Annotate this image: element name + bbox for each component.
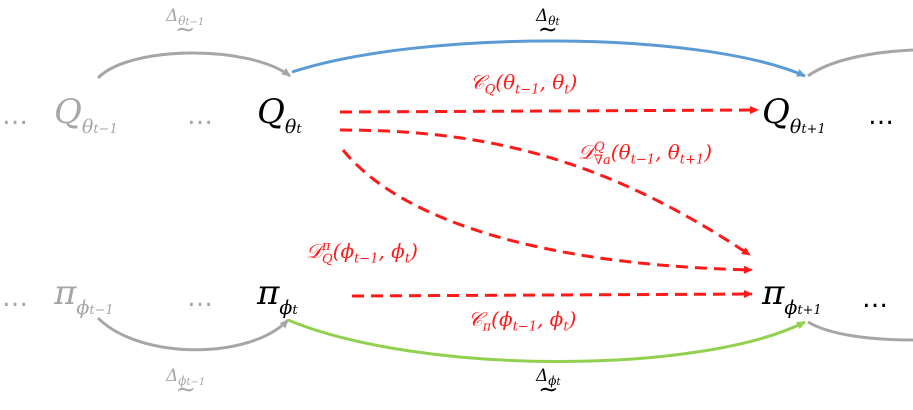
ellipsis-bottom-mid: … xyxy=(187,283,214,313)
ellipsis-top-right: … xyxy=(868,101,895,131)
label-c-pi: 𝒞π(ϕt−1, ϕt) xyxy=(468,307,577,335)
edge-cpi-dashed xyxy=(351,290,753,299)
edge-pi-curr-to-pi-next xyxy=(287,318,806,363)
node-q-next: Qθt+1 xyxy=(762,92,826,139)
edge-pi-next-continue xyxy=(807,320,913,342)
node-pi-next: πϕt+1 xyxy=(762,273,822,320)
delta-theta-prev: Δθt−1∼ xyxy=(166,6,205,43)
ellipsis-bottom-right: … xyxy=(862,284,889,314)
delta-theta-curr: Δθt∼ xyxy=(536,6,560,43)
node-pi-curr: πϕt xyxy=(257,273,298,320)
edge-q-next-continue xyxy=(807,48,913,78)
ellipsis-top-mid: … xyxy=(187,101,214,131)
delta-phi-prev: Δϕt−1∼ xyxy=(166,366,206,403)
node-q-curr: Qθt xyxy=(257,92,302,139)
label-c-q: 𝒞Q(θt−1, θt) xyxy=(470,70,578,98)
delta-phi-curr: Δϕt∼ xyxy=(536,366,561,403)
edge-q-curr-to-q-next xyxy=(291,39,806,78)
edge-dgrad-dashed xyxy=(339,128,751,257)
node-pi-prev: πϕt−1 xyxy=(54,273,114,320)
edge-pi-prev-to-pi-curr xyxy=(96,316,290,352)
edge-dpi-dashed xyxy=(341,149,753,274)
node-q-prev: Qθt−1 xyxy=(54,92,118,139)
ellipsis-bottom-left: … xyxy=(2,283,29,313)
edge-cq-dashed xyxy=(339,106,759,115)
ellipsis-top-left: … xyxy=(2,101,29,131)
edge-q-prev-to-q-curr xyxy=(96,51,291,80)
